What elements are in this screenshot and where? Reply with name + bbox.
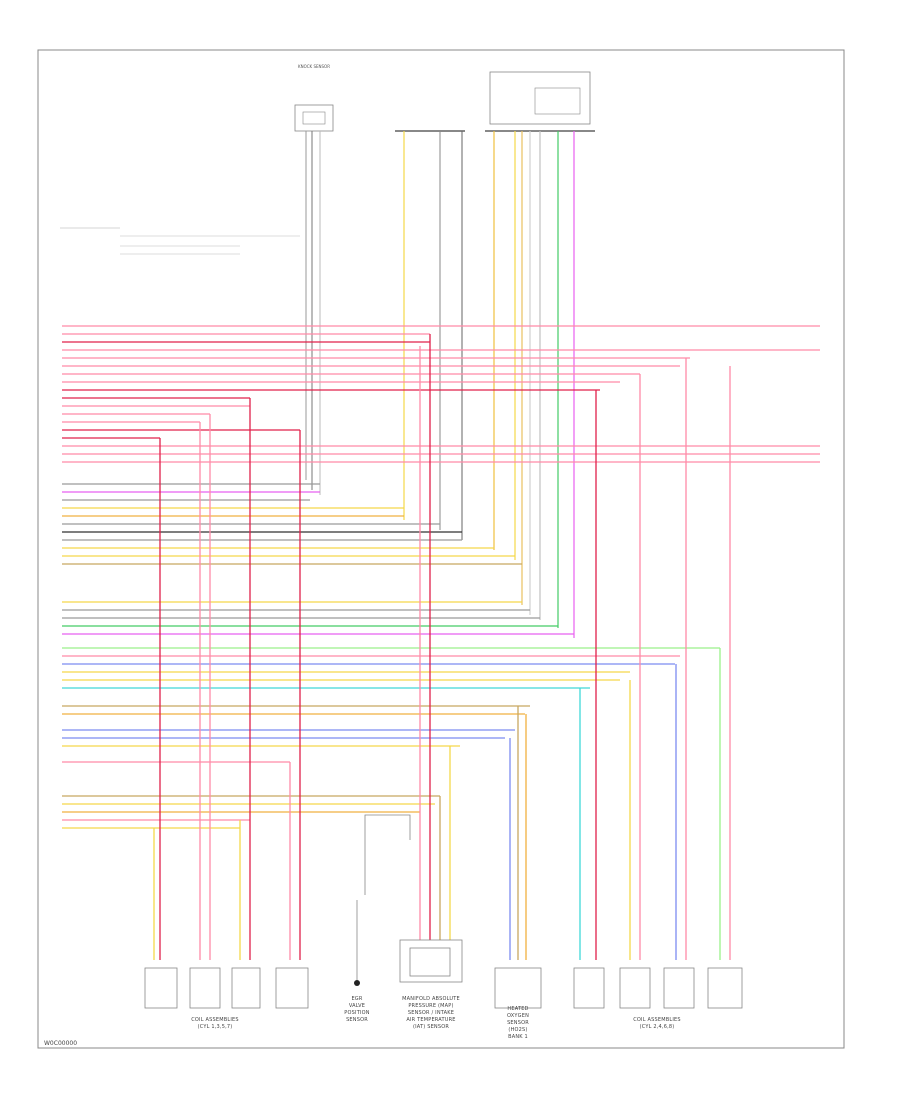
component-knock-sensor-bank1: KNOCK SENSOR [294, 64, 334, 495]
component-label: KNOCK SENSOR [298, 64, 330, 69]
diagram-border [37, 49, 845, 1049]
label-o2-sensor: HEATED OXYGEN SENSOR (HO2S) BANK 1 [506, 1006, 530, 1040]
egr-sensor [354, 814, 411, 986]
component-throttle-body [485, 71, 595, 638]
o2-sensor [494, 967, 542, 1009]
label-coils-bank1: COIL ASSEMBLIES (CYL 1,3,5,7) [191, 1017, 239, 1030]
label-map-sensor: MANIFOLD ABSOLUTE PRESSURE (MAP) SENSOR … [402, 996, 460, 1030]
coil-bank1 [144, 967, 309, 1009]
left-connector-block [60, 227, 300, 255]
page-code: W0C00000 [44, 1040, 78, 1047]
drop-wires [153, 334, 731, 960]
harness-wires [62, 325, 820, 829]
coil-bank2 [573, 967, 743, 1009]
map-sensor [399, 939, 463, 983]
label-egr-valve: EGR VALVE POSITION SENSOR [344, 996, 370, 1023]
label-coils-bank2: COIL ASSEMBLIES (CYL 2,4,6,8) [633, 1017, 681, 1030]
